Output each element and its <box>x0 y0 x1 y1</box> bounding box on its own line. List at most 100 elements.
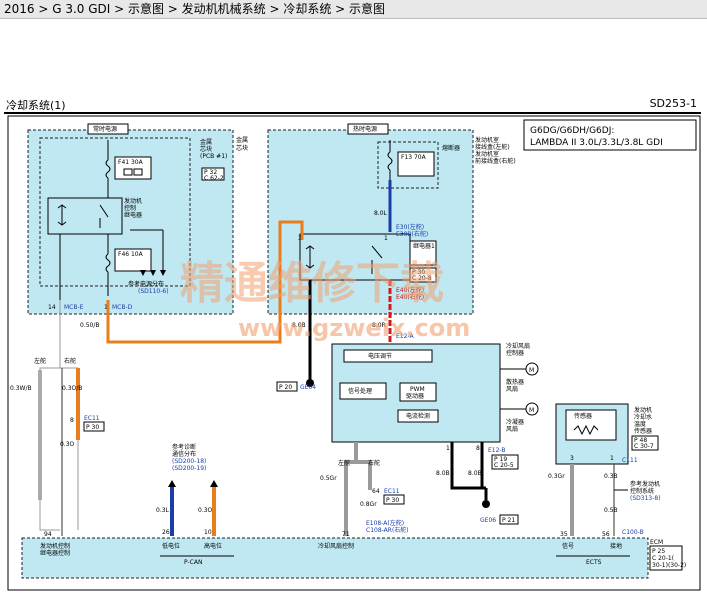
pin10: 10 <box>204 529 212 536</box>
pin1-label: 1 <box>104 304 108 311</box>
sensor-conn2: C 30-7 <box>634 443 654 450</box>
conn-e12c: P 19 <box>494 456 507 463</box>
fuse-icon <box>123 168 133 176</box>
can-ref-l2: 通信分布 <box>172 450 196 458</box>
right-side2: 接线盒(左舵) <box>475 143 510 151</box>
ecm-block: 94 71 35 56 发动机控制 继电器控制 低电位 高电位 P-CAN 冷却… <box>21 531 686 579</box>
wire-03l: 0.3L <box>156 507 170 514</box>
ge04-label: GE04 <box>300 384 316 391</box>
sensor-conn: P 48 <box>634 437 647 444</box>
fuse1-label: F41 30A <box>118 159 144 166</box>
arrow-up-icon <box>168 480 218 487</box>
engine-info-box: G6DG/G6DH/G6DJ: LAMBDA II 3.0L/3.3L/3.8L… <box>523 119 697 151</box>
wire-03gr: 0.3Gr <box>548 473 565 480</box>
radiator-fan-label: 散热器 <box>506 378 524 386</box>
ecm-conn2: C 20-1( <box>652 555 674 562</box>
pcb-label2: 芯块 <box>200 145 212 153</box>
ecm-signal: 信号 <box>562 542 574 550</box>
conn-e40: E40(左舵) <box>396 286 424 294</box>
wire-80l: 8.0L <box>374 210 388 217</box>
ecm-pcan: P-CAN <box>184 559 202 566</box>
conn-e30b: E30B(右舵) <box>396 230 428 238</box>
wire-80r: 8.0R <box>372 322 386 329</box>
pcb-label3: (PCB #1) <box>200 153 227 160</box>
breadcrumb-text: 2016 > G 3.0 GDI > 示意图 > 发动机机械系统 > 冷却系统 … <box>4 2 386 16</box>
pcb-label1: 金属 <box>200 138 212 146</box>
wire-08b: 8.0B <box>292 322 306 329</box>
watermark: 精通维修下载 <box>180 258 444 309</box>
fan-pin1: 1 <box>446 445 450 452</box>
fan-ctrl-label2: 控制器 <box>506 349 524 357</box>
power-ref2-label: (SD110-6) <box>138 288 169 295</box>
right-pin3: 3 <box>298 235 302 242</box>
conn-e12b: E12-B <box>488 447 506 454</box>
fan-ctrl-label1: 冷却风扇 <box>506 342 530 350</box>
ecm-relay-label: 发动机控制 <box>40 542 70 550</box>
conn-ec11: EC11 <box>84 415 100 422</box>
motor-m-icon: M <box>529 367 534 374</box>
arrow-down-icon <box>140 270 166 276</box>
fan-pin8: 8 <box>476 445 480 452</box>
conn-c100: C100-B <box>622 529 644 536</box>
lhd-label: 左舵 <box>34 357 46 365</box>
right-box-header: 热时电源 <box>353 125 377 133</box>
power-ref-label: 参考电源分布 <box>128 280 164 288</box>
ecm-fan-ctrl: 冷却风扇控制 <box>318 542 354 550</box>
conn-e108: E108-A(左舵) <box>366 519 404 527</box>
wire-03o: 0.3O <box>60 441 75 448</box>
sensor-pin1: 1 <box>610 455 614 462</box>
wire-08gr: 0.8Gr <box>360 501 377 508</box>
right-side3: 发动机室 <box>475 150 499 158</box>
wire-03o2: 0.3O <box>198 507 213 514</box>
sensor-ref1: 参考发动机 <box>630 480 660 488</box>
radiator-fan-label2: 风扇 <box>506 385 518 393</box>
wire-03wb: 0.3W/B <box>10 385 32 392</box>
relay2-label: 控制 <box>124 204 136 212</box>
condenser-fan-label2: 风扇 <box>506 425 518 433</box>
fuse2-label: F46 10A <box>118 251 144 258</box>
thermistor-icon <box>573 424 599 436</box>
sensor-l3: 温度 <box>634 420 646 428</box>
left-box-header: 常时电源 <box>93 125 117 133</box>
wire-80b2: 8.0B <box>436 470 450 477</box>
block-voltage: 电压调节 <box>368 352 392 360</box>
block-pwm: PWM <box>410 386 425 393</box>
engine-line1: G6DG/G6DH/G6DJ: <box>530 126 614 136</box>
right-side4: 前接线盒(右舵) <box>475 157 516 165</box>
watermark-url: www.gzweix.com <box>238 314 470 342</box>
motor-m-icon: M <box>529 407 534 414</box>
ecm-pin94: 94 <box>44 531 52 538</box>
wire-03b: 0.3B <box>604 473 618 480</box>
engine-line2: LAMBDA II 3.0L/3.3L/3.8L GDI <box>530 138 663 148</box>
ecm-pin56: 56 <box>602 531 610 538</box>
wire-050b: 0.50/B <box>80 322 100 329</box>
pin14-label: 14 <box>48 304 56 311</box>
sensor-pin3: 3 <box>570 455 574 462</box>
pin26: 26 <box>162 529 170 536</box>
sensor-name: 传感器 <box>574 412 592 420</box>
left-side-label1: 金属 <box>236 136 248 144</box>
ecm-conn: P 25 <box>652 548 665 555</box>
relay1-r-label: 继电器1 <box>413 242 435 250</box>
block-signal: 信号处理 <box>348 387 372 395</box>
sensor-l4: 传感器 <box>634 427 652 435</box>
sensor-l2: 冷却水 <box>634 413 652 421</box>
block-driver: 驱动器 <box>406 393 424 400</box>
mcb-e-label: MCB-E <box>64 304 84 311</box>
condenser-fan-label: 冷凝器 <box>506 418 524 426</box>
ecm-name: ECM <box>650 539 663 546</box>
wire-8: 8 <box>70 417 74 424</box>
left-power-box: 常时电源 金属 芯块 金属 芯块 (PCB #1) F41 30A 发动机 控制… <box>27 123 248 315</box>
right-conn-label: P 30 <box>412 269 425 276</box>
black-wire-ge06 <box>450 442 486 490</box>
can-ref-l1: 参考诊断 <box>172 443 196 451</box>
can-ref-l4: (SD200-19) <box>172 465 206 472</box>
conn-e40b: E40(右舵) <box>396 293 424 301</box>
ecm-relay-label2: 继电器控制 <box>40 549 70 557</box>
ecm-pin71: 71 <box>342 531 350 538</box>
ge06-label: GE06 <box>480 517 496 524</box>
can-ref-l3: (SD200-18) <box>172 458 206 465</box>
block-current: 电流检测 <box>406 412 430 420</box>
conn-e12d: C 20-5 <box>494 462 514 469</box>
